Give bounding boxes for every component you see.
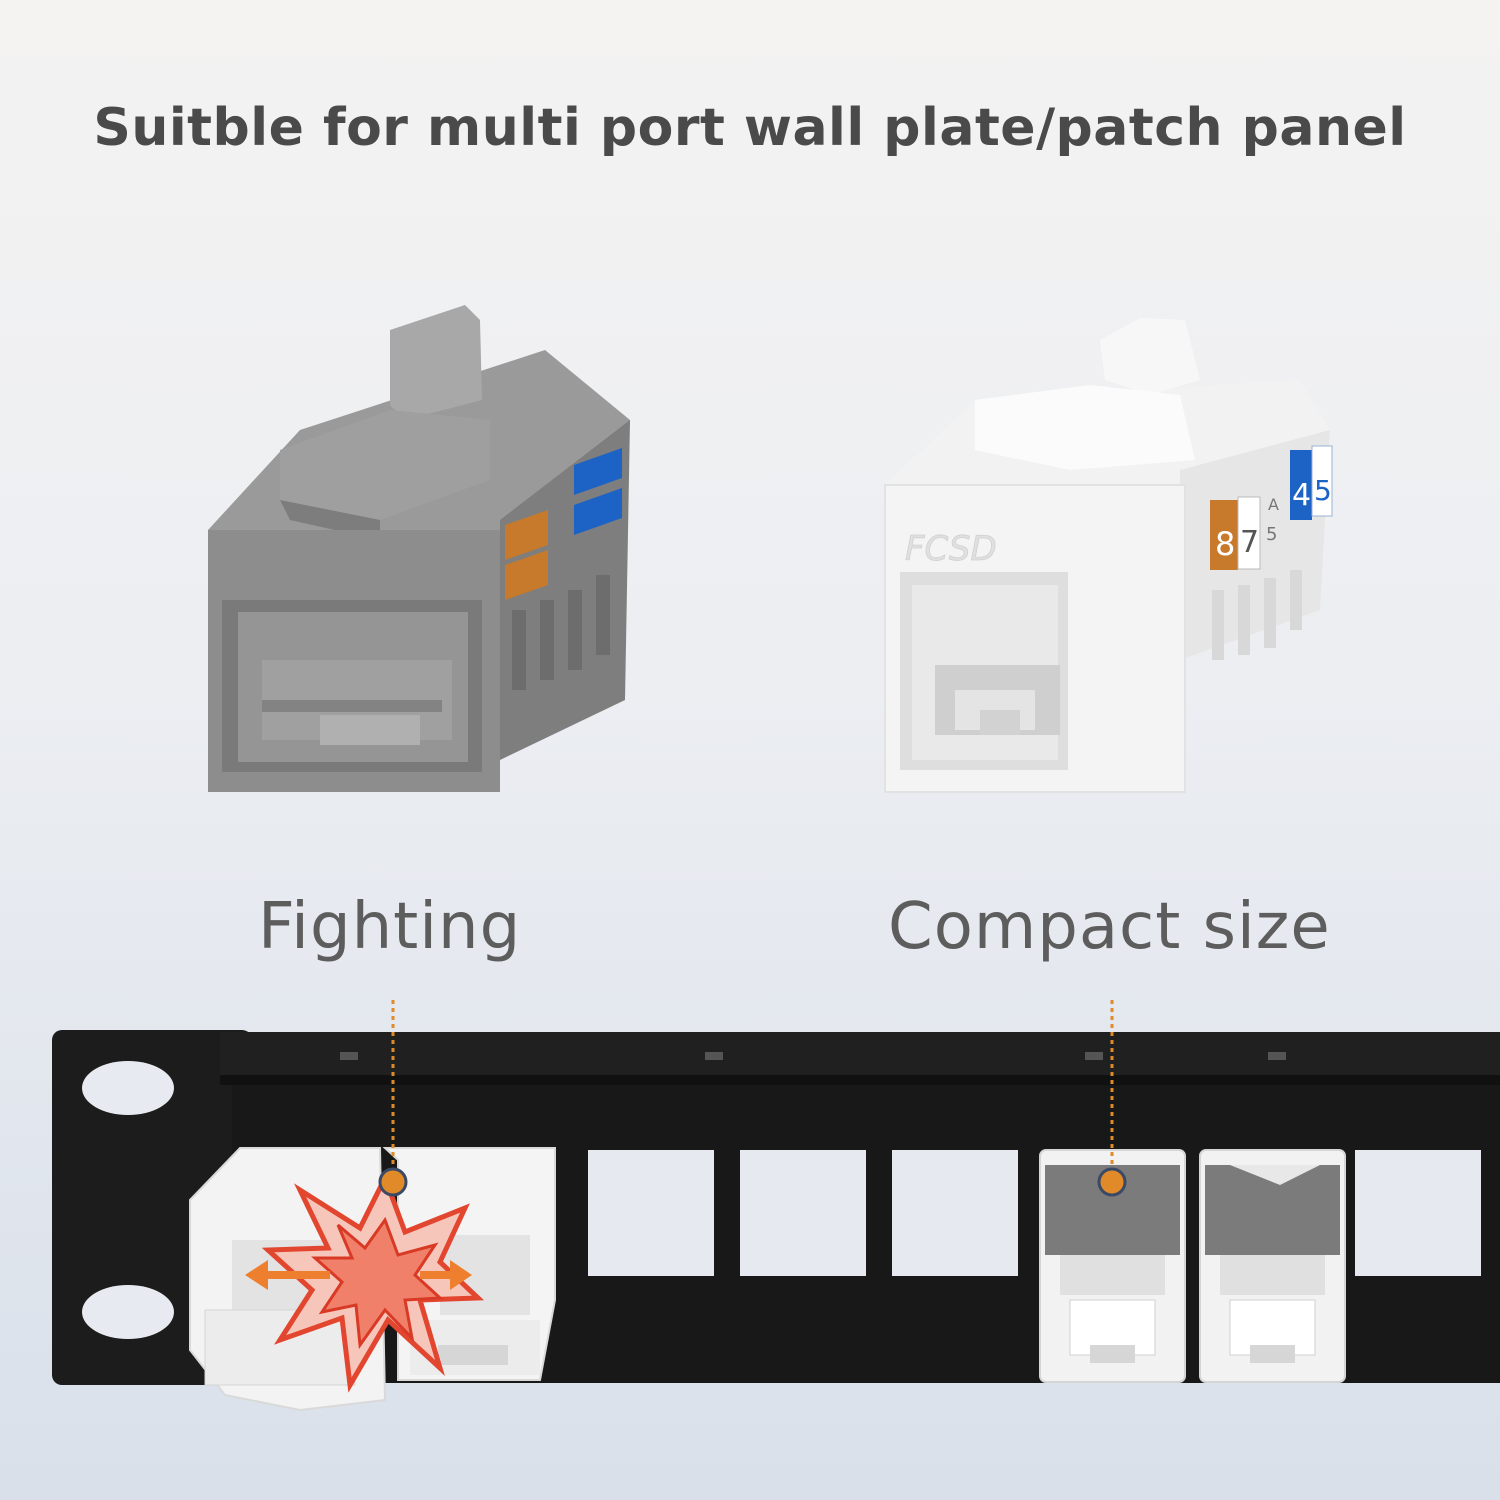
callout-dot-icon xyxy=(1097,1167,1127,1197)
caption-compact-size: Compact size xyxy=(888,890,1331,964)
mounting-hole-top xyxy=(82,1061,174,1115)
arrow-right-icon xyxy=(420,1260,472,1290)
empty-port xyxy=(740,1150,866,1276)
white-keystone-jack: FCSD 8 7 5 A 4 5 xyxy=(884,318,1333,793)
headline: Suitble for multi port wall plate/patch … xyxy=(93,98,1407,158)
empty-port xyxy=(1355,1150,1481,1276)
empty-port xyxy=(892,1150,1018,1276)
pin-label-4: 4 xyxy=(1292,478,1311,513)
mounting-hole-bottom xyxy=(82,1285,174,1339)
pin-sub-label-a: A xyxy=(1268,495,1279,514)
gray-keystone-jack xyxy=(208,305,630,792)
pin-sub-label-5: 5 xyxy=(1266,524,1277,545)
pin-label-5: 5 xyxy=(1314,474,1332,507)
fighting-jacks xyxy=(189,1147,556,1412)
pin-label-7: 7 xyxy=(1240,525,1259,560)
pin-label-8: 8 xyxy=(1215,525,1235,563)
empty-port xyxy=(588,1150,714,1276)
caption-fighting: Fighting xyxy=(258,890,522,964)
callout-dot-icon xyxy=(378,1167,408,1197)
arrow-left-icon xyxy=(245,1260,330,1290)
brand-mark: FCSD xyxy=(905,529,997,569)
